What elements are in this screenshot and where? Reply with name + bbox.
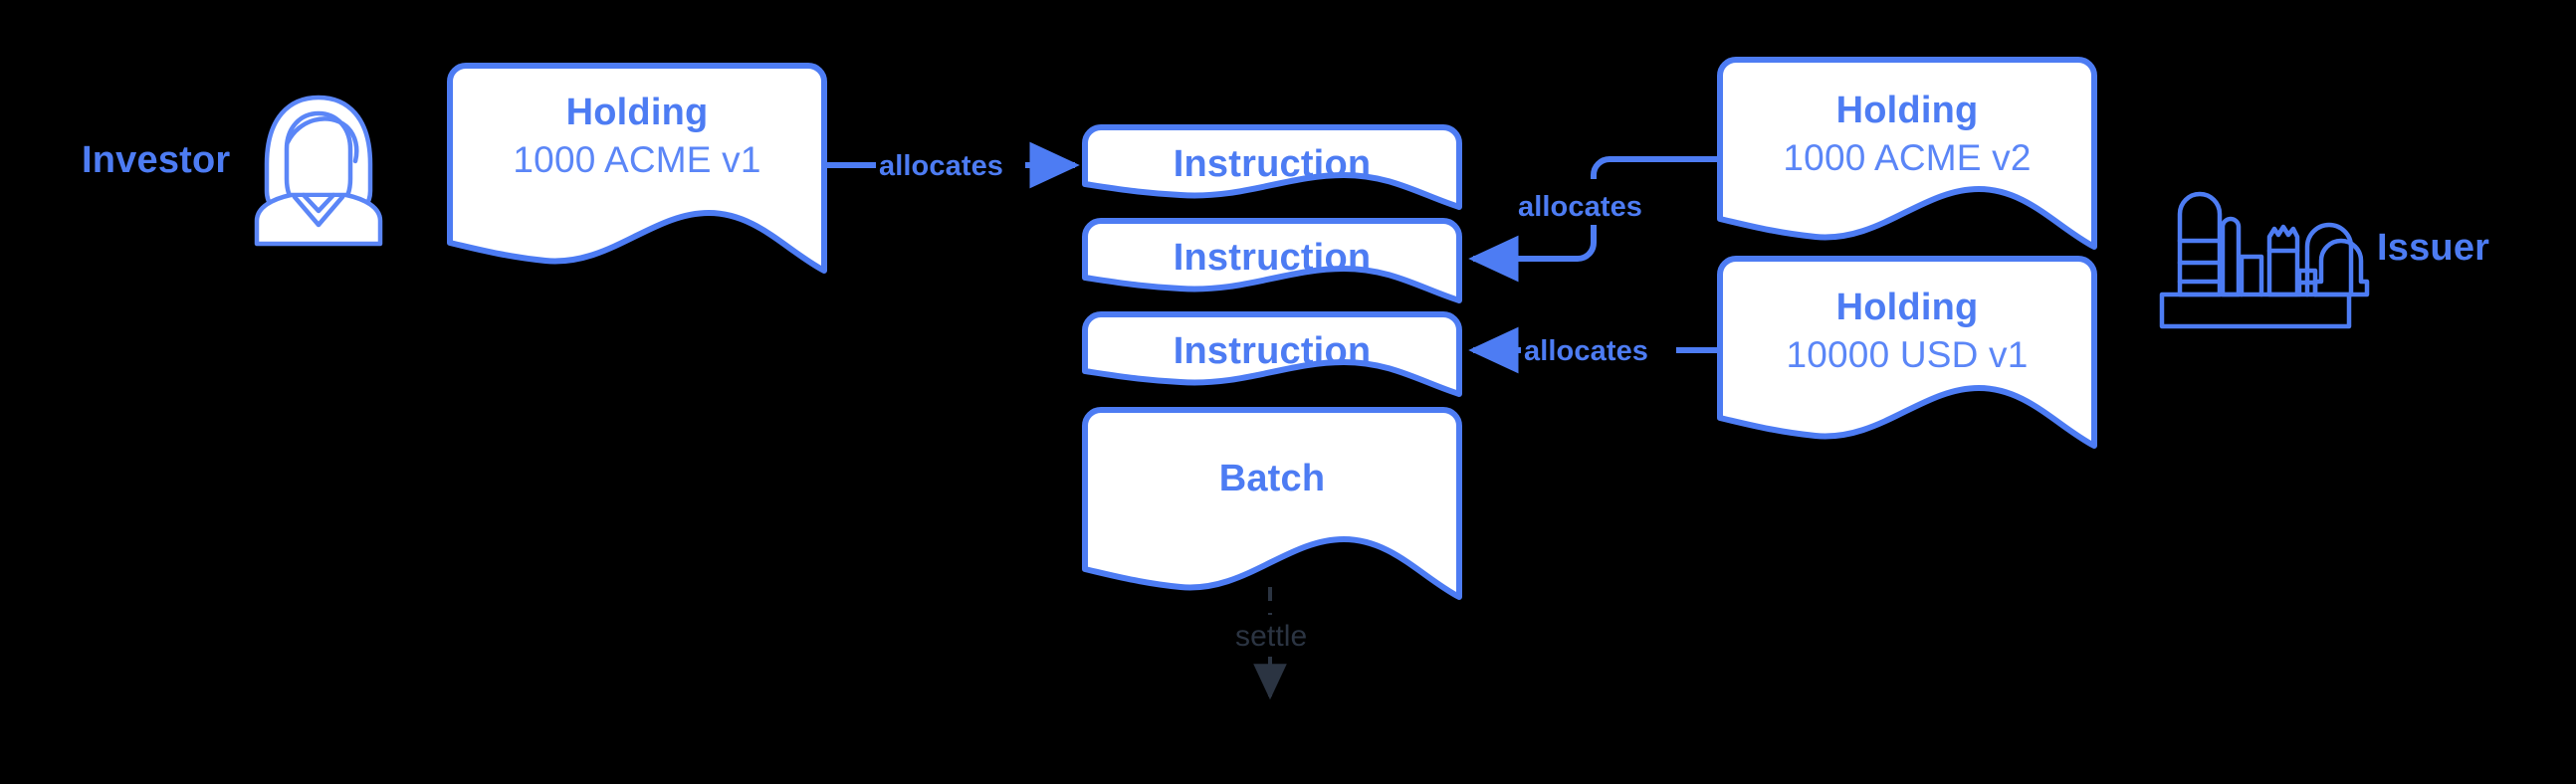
card-subtitle: 1000 ACME v1 [513, 139, 761, 180]
card-shape-instruction-3[interactable] [1082, 311, 1462, 397]
card-shape-holding-acme-v2[interactable] [1717, 57, 2097, 250]
card-title: Holding [565, 92, 709, 133]
edge-label-allocates-3: allocates [1521, 335, 1652, 368]
card-title: Holding [1835, 90, 1979, 131]
card-shape-instruction-2[interactable] [1082, 218, 1462, 303]
card-shape-instruction-1[interactable] [1082, 124, 1462, 210]
businesswoman-icon [254, 95, 383, 247]
card-title: Holding [1835, 287, 1979, 328]
card-title: Instruction [1173, 143, 1372, 185]
factory-icon [2159, 191, 2370, 329]
card-subtitle: 10000 USD v1 [1786, 334, 2029, 375]
edge-label-allocates-1: allocates [876, 150, 1007, 183]
card-shape-batch[interactable] [1082, 407, 1462, 600]
card-subtitle: 1000 ACME v2 [1783, 137, 2032, 178]
actor-label-issuer: Issuer [2377, 227, 2490, 269]
card-title: Instruction [1173, 237, 1372, 279]
actor-label-investor: Investor [82, 139, 231, 181]
card-shape-holding-acme-v1[interactable] [447, 63, 827, 274]
edge-allocates-2 [1468, 156, 1720, 283]
card-title: Batch [1218, 458, 1326, 499]
card-shape-holding-usd-v1[interactable] [1717, 256, 2097, 449]
edge-label-allocates-2: allocates [1515, 191, 1646, 224]
card-title: Instruction [1173, 330, 1372, 372]
edge-label-settle: settle [1229, 620, 1314, 654]
